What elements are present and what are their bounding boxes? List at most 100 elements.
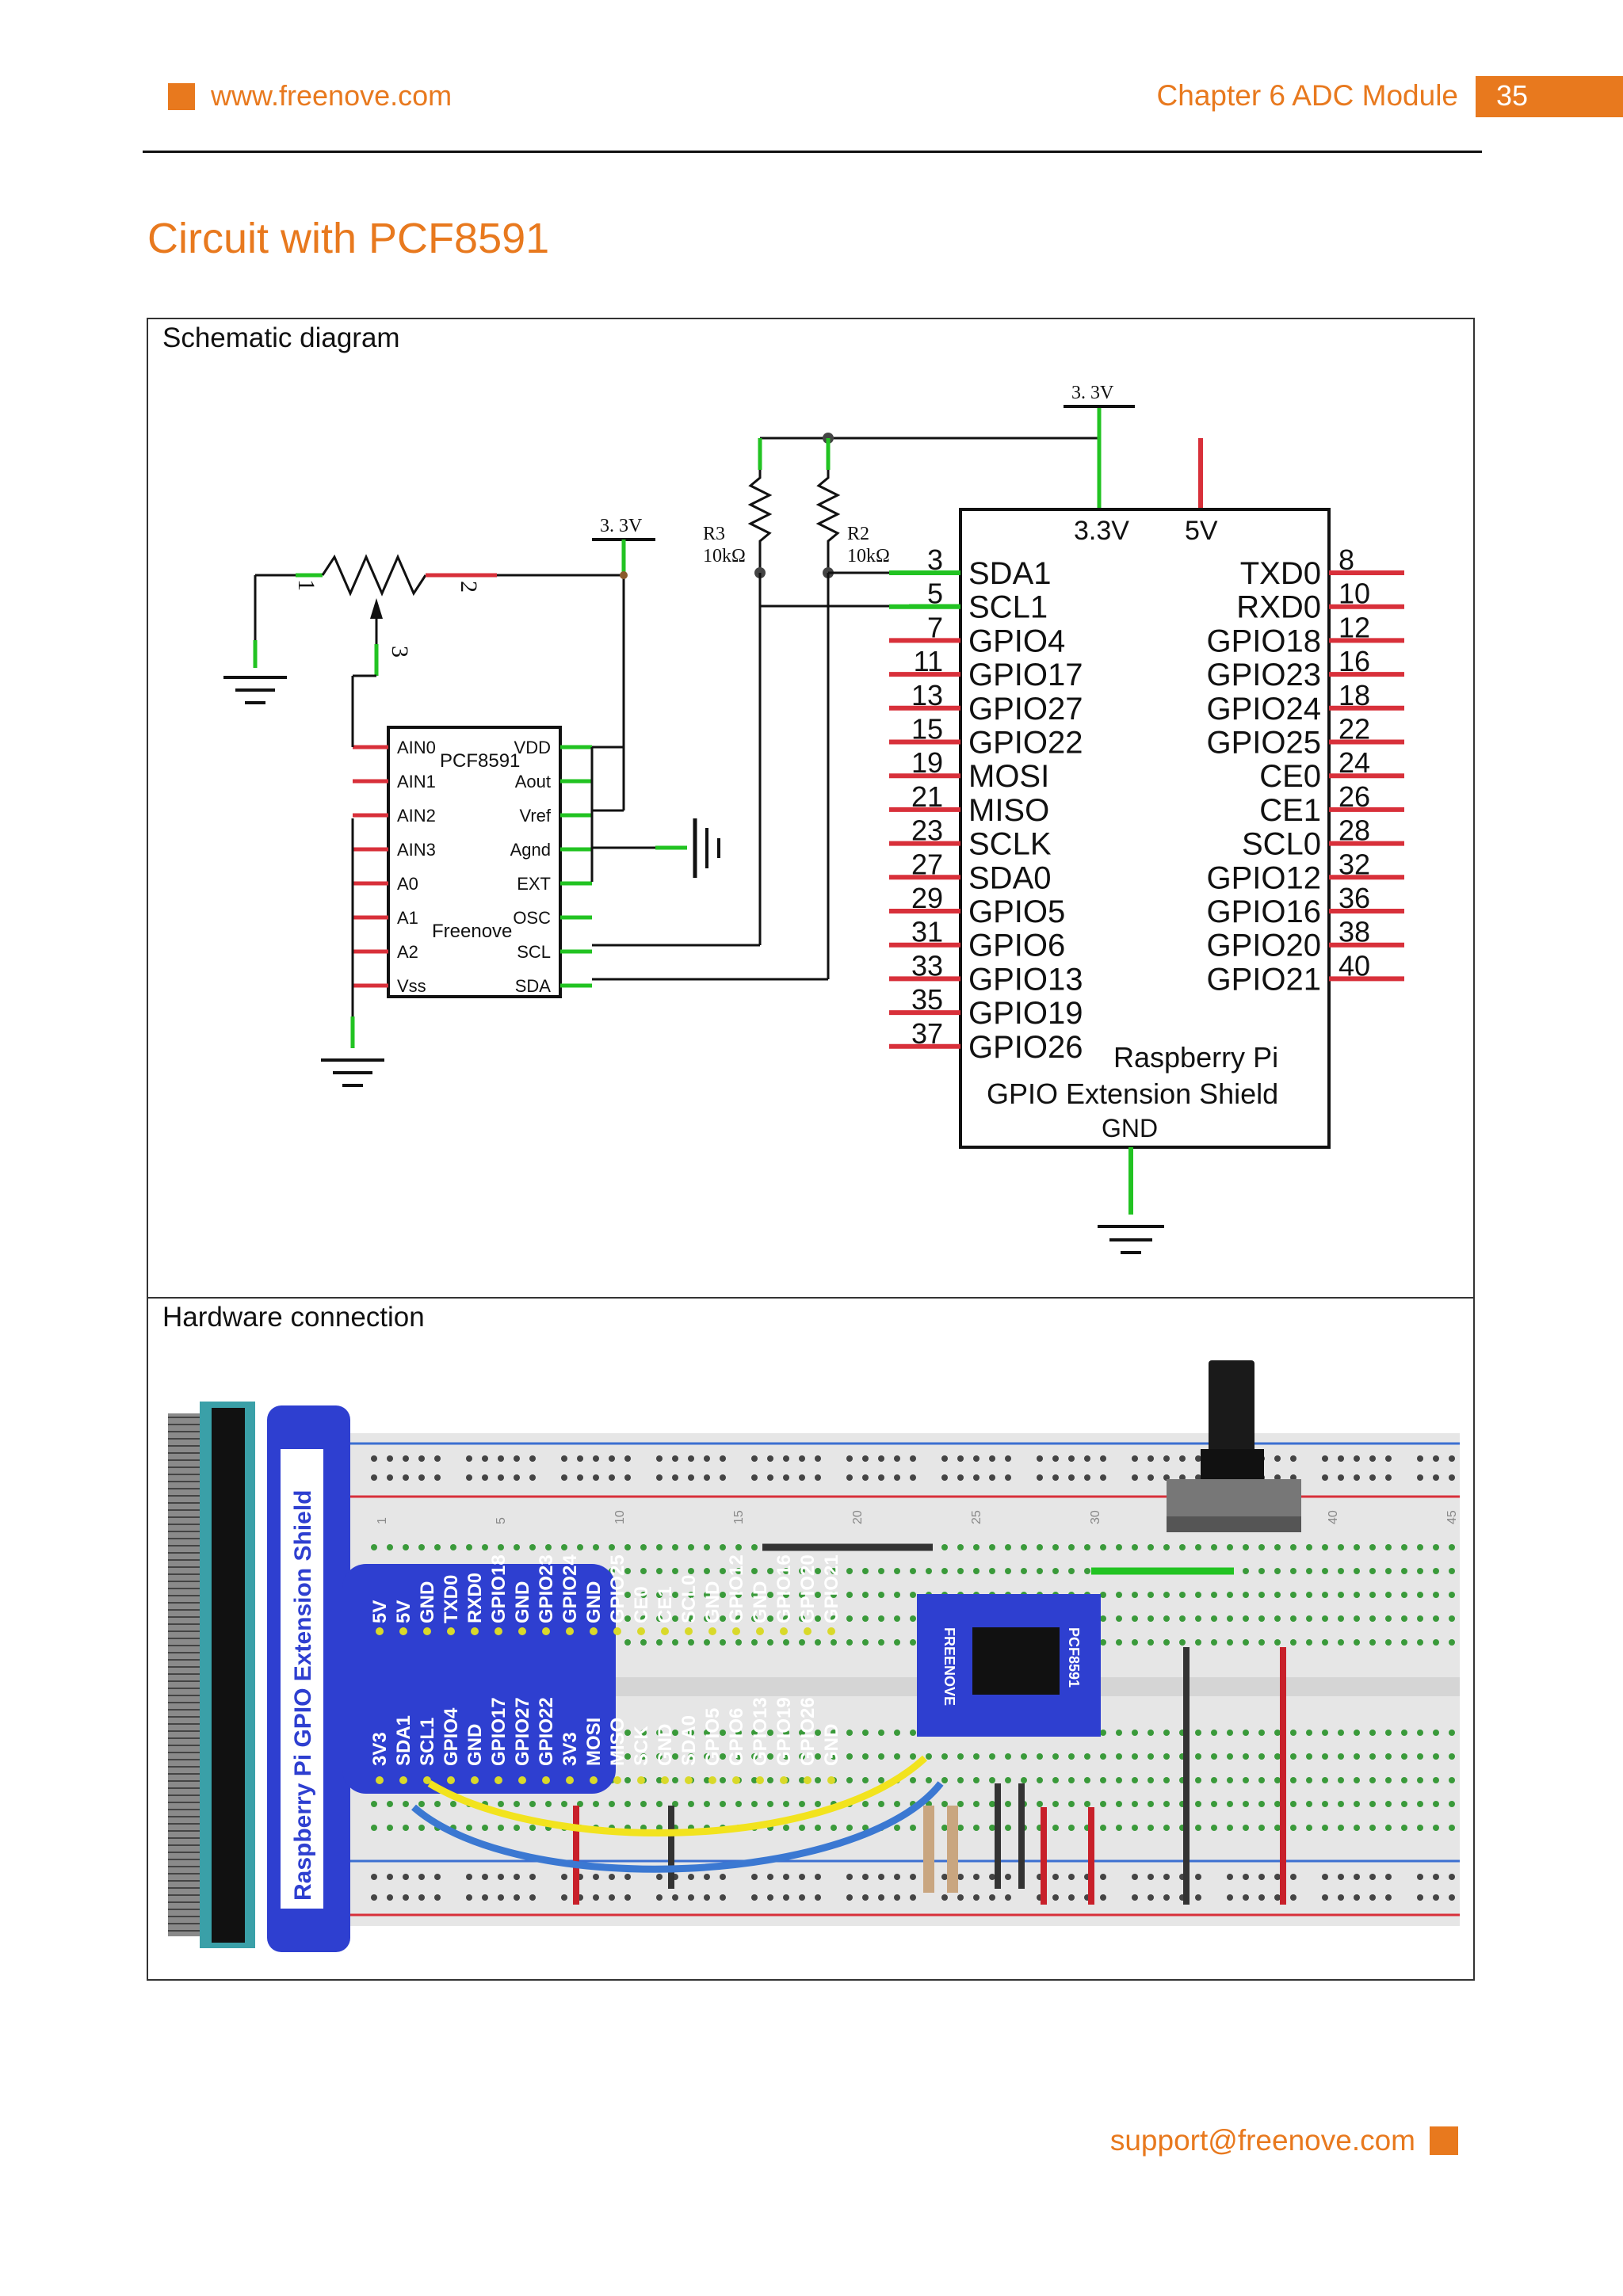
breadboard-hole bbox=[1433, 1474, 1439, 1481]
shield-left-number: 27 bbox=[911, 848, 943, 880]
shield-right-pin: GPIO16 bbox=[1206, 894, 1321, 929]
breadboard-hole bbox=[1433, 1753, 1439, 1760]
breadboard-hole bbox=[973, 1874, 980, 1880]
breadboard-hole bbox=[1449, 1801, 1455, 1807]
breadboard-hole bbox=[403, 1894, 409, 1901]
pcf-left-pin: A0 bbox=[397, 874, 418, 894]
shield-right-number: 40 bbox=[1338, 949, 1370, 982]
shield-top-pin: GPIO24 bbox=[559, 1554, 581, 1623]
shield-left-number: 37 bbox=[911, 1017, 943, 1050]
breadboard-hole bbox=[783, 1568, 789, 1574]
breadboard-hole bbox=[1354, 1568, 1360, 1574]
breadboard-hole bbox=[1385, 1730, 1392, 1736]
breadboard-hole bbox=[418, 1455, 425, 1462]
breadboard-hole bbox=[1354, 1615, 1360, 1622]
breadboard-hole bbox=[894, 1592, 900, 1598]
breadboard-hole bbox=[403, 1825, 409, 1831]
breadboard-hole bbox=[1148, 1455, 1154, 1462]
breadboard-hole bbox=[1385, 1894, 1392, 1901]
breadboard-hole bbox=[1338, 1568, 1344, 1574]
breadboard-hole bbox=[1195, 1874, 1201, 1880]
pcf-left-pin: A1 bbox=[397, 908, 418, 928]
footer-email-link[interactable]: support@freenove.com bbox=[1109, 2124, 1415, 2157]
breadboard-hole bbox=[989, 1825, 995, 1831]
breadboard-hole bbox=[593, 1544, 599, 1550]
breadboard-hole bbox=[577, 1474, 583, 1481]
breadboard-hole bbox=[1369, 1730, 1376, 1736]
shield-left-pin: MOSI bbox=[968, 759, 1049, 794]
breadboard-hole bbox=[894, 1615, 900, 1622]
breadboard-hole bbox=[799, 1777, 805, 1783]
breadboard-hole bbox=[1243, 1753, 1249, 1760]
breadboard-hole bbox=[1243, 1592, 1249, 1598]
breadboard-hole bbox=[989, 1455, 995, 1462]
breadboard-hole bbox=[1243, 1639, 1249, 1646]
breadboard-hole bbox=[1385, 1874, 1392, 1880]
breadboard-hole bbox=[1132, 1825, 1138, 1831]
breadboard-hole bbox=[561, 1544, 567, 1550]
breadboard-hole bbox=[482, 1874, 488, 1880]
breadboard-hole bbox=[1258, 1592, 1265, 1598]
pcf-right-pin: SDA bbox=[515, 976, 552, 996]
breadboard-hole bbox=[1449, 1474, 1455, 1481]
breadboard-hole bbox=[403, 1801, 409, 1807]
shield-right-number: 36 bbox=[1338, 882, 1370, 914]
breadboard-hole bbox=[894, 1455, 900, 1462]
breadboard-hole bbox=[1243, 1730, 1249, 1736]
breadboard-hole bbox=[466, 1894, 472, 1901]
breadboard-hole bbox=[767, 1753, 773, 1760]
breadboard-hole bbox=[482, 1455, 488, 1462]
breadboard-hole bbox=[577, 1455, 583, 1462]
breadboard-hole bbox=[957, 1753, 964, 1760]
breadboard-hole bbox=[1132, 1639, 1138, 1646]
header-chapter-title: Chapter 6 ADC Module bbox=[1156, 79, 1458, 112]
breadboard-hole bbox=[1195, 1777, 1201, 1783]
shield-bottom-pin: 3V3 bbox=[369, 1732, 391, 1766]
breadboard-hole bbox=[1132, 1801, 1138, 1807]
breadboard-hole bbox=[751, 1777, 758, 1783]
breadboard-hole bbox=[1100, 1639, 1106, 1646]
breadboard-hole bbox=[1401, 1615, 1407, 1622]
breadboard-hole bbox=[799, 1894, 805, 1901]
ribbon-connector-slot bbox=[212, 1408, 245, 1943]
breadboard-hole bbox=[1274, 1801, 1281, 1807]
breadboard-hole bbox=[1338, 1615, 1344, 1622]
breadboard-hole bbox=[403, 1474, 409, 1481]
shield-pin-pad bbox=[495, 1776, 502, 1784]
breadboard-hole bbox=[957, 1874, 964, 1880]
breadboard-hole bbox=[609, 1474, 615, 1481]
shield-right-pin: SCL0 bbox=[1242, 827, 1321, 862]
shield-pin-pad bbox=[447, 1776, 455, 1784]
breadboard-hole bbox=[1052, 1544, 1059, 1550]
breadboard-hole bbox=[1417, 1544, 1423, 1550]
breadboard-hole bbox=[1369, 1568, 1376, 1574]
breadboard-hole bbox=[1037, 1777, 1043, 1783]
breadboard-hole bbox=[989, 1801, 995, 1807]
shield-left-number: 15 bbox=[911, 713, 943, 746]
breadboard-hole bbox=[910, 1592, 916, 1598]
breadboard-hole bbox=[529, 1801, 536, 1807]
breadboard-hole bbox=[1401, 1777, 1407, 1783]
breadboard-hole bbox=[656, 1592, 663, 1598]
breadboard-hole bbox=[1243, 1801, 1249, 1807]
header-url-link[interactable]: www.freenove.com bbox=[211, 79, 453, 112]
breadboard-hole bbox=[529, 1894, 536, 1901]
breadboard-hole bbox=[561, 1455, 567, 1462]
shield-right-pin: GPIO12 bbox=[1206, 860, 1321, 895]
breadboard-hole bbox=[973, 1894, 980, 1901]
breadboard-hole bbox=[1369, 1639, 1376, 1646]
breadboard-hole bbox=[894, 1474, 900, 1481]
breadboard-hole bbox=[1084, 1544, 1090, 1550]
column-number: 15 bbox=[732, 1510, 746, 1524]
breadboard-hole bbox=[1417, 1894, 1423, 1901]
breadboard-hole bbox=[1195, 1615, 1201, 1622]
breadboard-hole bbox=[418, 1894, 425, 1901]
shield-pin-pad bbox=[827, 1627, 835, 1635]
breadboard-hole bbox=[1100, 1730, 1106, 1736]
breadboard-hole bbox=[783, 1874, 789, 1880]
breadboard-hole bbox=[1163, 1592, 1170, 1598]
breadboard-hole bbox=[498, 1474, 504, 1481]
breadboard-hole bbox=[926, 1777, 932, 1783]
breadboard-hole bbox=[815, 1874, 821, 1880]
shield-left-pin: GPIO26 bbox=[968, 1030, 1083, 1065]
